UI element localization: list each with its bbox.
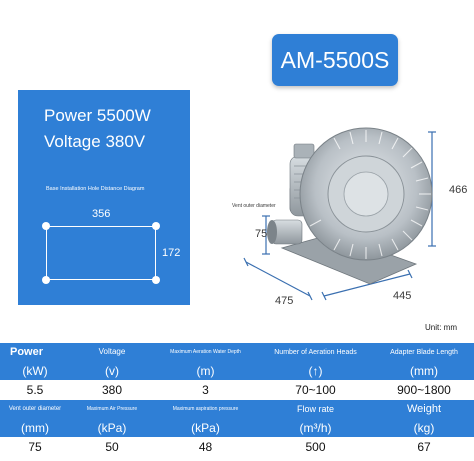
table-unit: (kPa) bbox=[97, 420, 127, 435]
table-header: Maximum Air Pressure bbox=[86, 405, 138, 412]
voltage-spec: Voltage 380V bbox=[44, 132, 146, 151]
unit-label: Unit: mm bbox=[425, 323, 457, 332]
table-header: Vent outer diameter bbox=[8, 406, 62, 413]
table-header: Power bbox=[10, 345, 44, 358]
length-dimension: 475 bbox=[275, 295, 294, 307]
base-diagram-title: Base Installation Hole Distance Diagram bbox=[46, 186, 145, 192]
mounting-hole bbox=[42, 222, 50, 230]
table-unit: (kW) bbox=[22, 363, 48, 378]
table-header-row: Power Voltage Maximum Aeration Water Dep… bbox=[0, 343, 474, 362]
table-header: Weight bbox=[406, 402, 442, 415]
model-badge: AM-5500S bbox=[272, 34, 398, 86]
height-dimension: 466 bbox=[449, 184, 468, 196]
table-cell: 75 bbox=[28, 439, 42, 454]
base-width-label: 356 bbox=[92, 208, 111, 220]
blower-illustration bbox=[243, 127, 436, 301]
table-cell: 67 bbox=[417, 439, 431, 454]
table-header: Voltage bbox=[98, 347, 126, 357]
vent-dimension: 75 bbox=[255, 228, 268, 240]
power-spec: Power 5500W bbox=[44, 106, 151, 125]
table-unit: (kPa) bbox=[191, 420, 220, 435]
vent-diameter-label: Vent outer diameter bbox=[232, 203, 276, 209]
table-header: Maximum Aeration Water Depth bbox=[170, 348, 241, 355]
table-row: 5.5 380 3 70~100 900~1800 bbox=[0, 381, 474, 399]
model-name: AM-5500S bbox=[280, 46, 390, 73]
table-header: Flow rate bbox=[296, 403, 334, 414]
table-cell: 48 bbox=[198, 439, 213, 454]
table-row: 75 50 48 500 67 bbox=[0, 438, 474, 456]
table-cell: 3 bbox=[202, 382, 209, 397]
table-unit: (mm) bbox=[21, 420, 49, 435]
table-unit: (v) bbox=[105, 363, 119, 378]
mounting-hole bbox=[152, 276, 160, 284]
depth-dimension: 445 bbox=[393, 290, 412, 302]
table-cell: 50 bbox=[105, 439, 119, 454]
mounting-hole bbox=[152, 222, 160, 230]
base-hole-rectangle bbox=[46, 226, 156, 280]
table-header: Adapter Blade Length bbox=[390, 348, 458, 356]
table-unit: (m³/h) bbox=[299, 420, 332, 435]
table-unit-row: (kW) (v) (m) (↑) (mm) bbox=[0, 362, 474, 380]
table-unit: (m) bbox=[196, 363, 215, 378]
table-unit: (mm) bbox=[410, 363, 438, 378]
table-header: Maximum aspiration pressure bbox=[172, 405, 239, 412]
table-cell: 70~100 bbox=[295, 382, 336, 397]
table-unit: (kg) bbox=[413, 420, 435, 435]
spec-table: Power Voltage Maximum Aeration Water Dep… bbox=[0, 343, 474, 461]
table-cell: 380 bbox=[101, 382, 123, 397]
table-header-row: Vent outer diameter Maximum Air Pressure… bbox=[0, 400, 474, 419]
table-cell: 500 bbox=[305, 439, 326, 454]
table-header: Number of Aeration Heads bbox=[274, 348, 357, 356]
table-cell: 5.5 bbox=[26, 382, 44, 397]
table-unit-row: (mm) (kPa) (kPa) (m³/h) (kg) bbox=[0, 419, 474, 437]
spec-panel: Power 5500W Voltage 380V Base Installati… bbox=[18, 90, 190, 305]
base-height-label: 172 bbox=[162, 247, 181, 259]
table-cell: 900~1800 bbox=[397, 382, 451, 397]
mounting-hole bbox=[42, 276, 50, 284]
table-unit: (↑) bbox=[308, 363, 323, 378]
